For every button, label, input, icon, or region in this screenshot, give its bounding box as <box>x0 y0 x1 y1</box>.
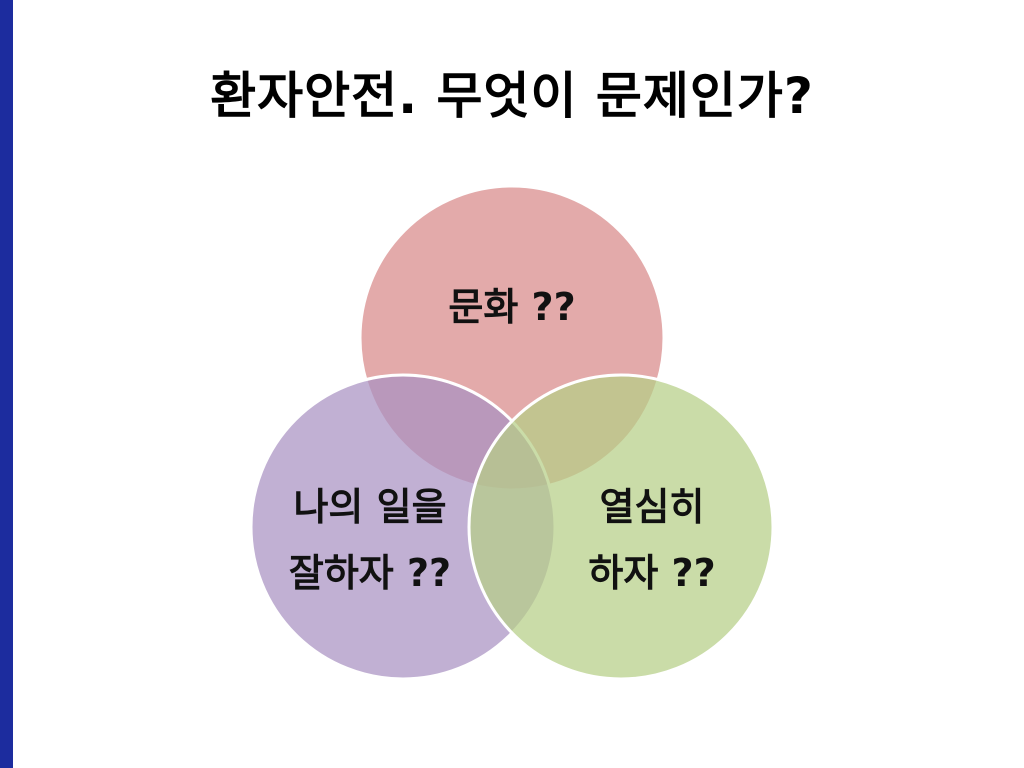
venn-label-do-my-work-well-line-2: 잘하자 ?? <box>288 551 452 595</box>
venn-label-do-my-work-well-line-1: 나의 일을 <box>293 485 447 529</box>
venn-label-culture: 문화 ?? <box>412 274 612 340</box>
venn-label-do-my-work-well: 나의 일을 잘하자 ?? <box>270 474 470 606</box>
venn-label-work-hard-line-2: 하자 ?? <box>588 551 716 595</box>
slide-title: 환자안전. 무엇이 문제인가? <box>210 67 814 125</box>
venn-label-work-hard-line-1: 열심히 <box>599 485 705 529</box>
venn-circle-work-hard <box>467 373 775 681</box>
slide-accent-bar <box>0 0 13 768</box>
venn-label-work-hard: 열심히 하자 ?? <box>552 474 752 606</box>
venn-label-culture-line-1: 문화 ?? <box>448 285 576 329</box>
